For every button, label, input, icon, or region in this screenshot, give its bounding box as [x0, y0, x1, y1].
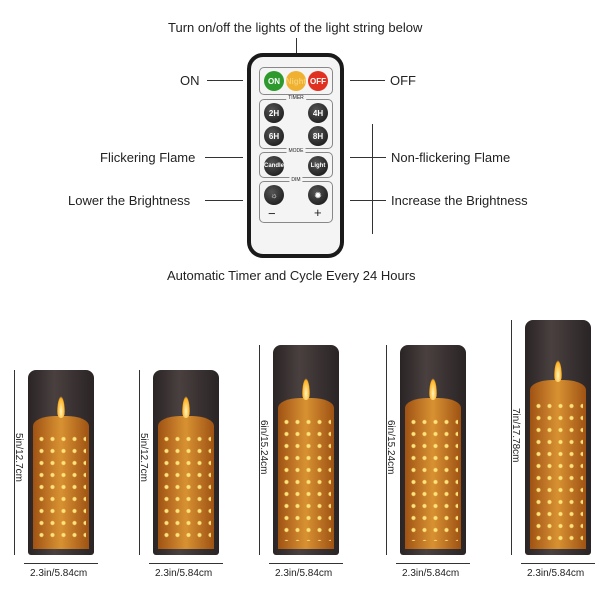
timer-6h-button[interactable]: 6H	[264, 126, 284, 146]
remote-title: Turn on/off the lights of the light stri…	[168, 20, 423, 35]
flame-icon	[554, 359, 562, 382]
on-button[interactable]: ON	[264, 71, 284, 91]
timer-caption: Automatic Timer and Cycle Every 24 Hours	[167, 268, 416, 283]
candle-1	[28, 370, 94, 555]
dim-up-button[interactable]: ✹	[308, 185, 328, 205]
mode-title: MODE	[286, 148, 306, 154]
candle-height-label: 6in/15.24cm	[258, 420, 269, 475]
night-button[interactable]: Night	[286, 71, 306, 91]
timer-4h-button[interactable]: 4H	[308, 103, 328, 123]
sun-bright-icon: ✹	[314, 190, 322, 200]
flame-icon	[57, 395, 65, 418]
plus-label: +	[314, 205, 322, 220]
candle-5	[525, 320, 591, 555]
flame-icon	[302, 377, 310, 400]
label-off: OFF	[390, 73, 416, 88]
flame-icon	[182, 395, 190, 418]
label-lower-brightness: Lower the Brightness	[68, 193, 191, 208]
light-button[interactable]: Light	[308, 156, 328, 176]
timer-8h-button[interactable]: 8H	[308, 126, 328, 146]
label-increase-brightness: Increase the Brightness	[391, 193, 528, 208]
flame-icon	[429, 377, 437, 400]
label-on: ON	[180, 73, 200, 88]
candle-4	[400, 345, 466, 555]
timer-title: TIMER	[286, 95, 306, 101]
candle-width-label: 2.3in/5.84cm	[30, 568, 88, 579]
label-flicker: Flickering Flame	[100, 150, 196, 165]
candle-width-label: 2.3in/5.84cm	[155, 568, 213, 579]
candle-button[interactable]: Candle	[264, 156, 284, 176]
dim-title: DIM	[289, 177, 303, 183]
candle-width-label: 2.3in/5.84cm	[275, 568, 333, 579]
candle-height-label: 5in/12.7cm	[13, 432, 24, 482]
dim-down-button[interactable]: ☼	[264, 185, 284, 205]
candle-3	[273, 345, 339, 555]
candle-height-label: 5in/12.7cm	[138, 432, 149, 482]
label-nonflicker: Non-flickering Flame	[391, 150, 511, 165]
candle-height-label: 6in/15.24cm	[385, 420, 396, 475]
remote-control: ON Night OFF TIMER 2H 4H 6H 8H MODE Cand…	[247, 53, 344, 258]
candle-width-label: 2.3in/5.84cm	[527, 568, 585, 579]
timer-2h-button[interactable]: 2H	[264, 103, 284, 123]
minus-label: −	[268, 206, 276, 221]
sun-dim-icon: ☼	[270, 190, 278, 200]
candle-height-label: 7in/17.78cm	[510, 407, 521, 462]
candle-width-label: 2.3in/5.84cm	[402, 568, 460, 579]
off-button[interactable]: OFF	[308, 71, 328, 91]
candle-2	[153, 370, 219, 555]
